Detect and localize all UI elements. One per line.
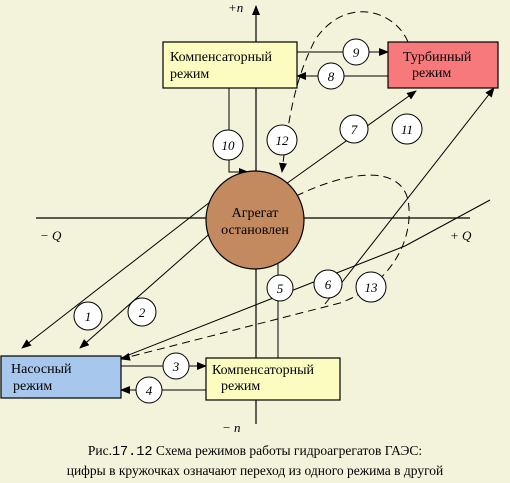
transition-badge-11: 11 <box>391 113 423 145</box>
node-turbine-line1: Турбинный <box>403 50 472 65</box>
transition-number-10: 10 <box>222 138 236 153</box>
transition-number-11: 11 <box>401 122 413 137</box>
transition-number-2: 2 <box>139 305 146 320</box>
caption-prefix: Рис. <box>88 443 112 458</box>
transition-badge-10: 10 <box>212 129 244 161</box>
node-compensator-bottom-box <box>205 357 341 401</box>
node-stopped-line2: остановлен <box>221 223 289 238</box>
node-turbine-box <box>387 41 499 89</box>
transition-badge-3: 3 <box>162 352 190 380</box>
transition-badge-6: 6 <box>313 269 343 299</box>
transition-number-5: 5 <box>277 281 284 296</box>
node-compensator-top-box <box>162 41 298 89</box>
transition-line-10 <box>228 88 249 176</box>
transition-badge-13: 13 <box>355 271 387 303</box>
node-compensator-top: Компенсаторный режим <box>162 41 298 89</box>
transition-badge-4: 4 <box>135 376 163 404</box>
axis-label-plus-n: +n <box>228 0 243 15</box>
transition-badge-7: 7 <box>339 114 369 144</box>
node-turbine: Турбинный режим <box>387 41 499 89</box>
axis-label-minus-n: − n <box>222 420 241 435</box>
transition-number-6: 6 <box>325 277 332 292</box>
transition-line-6b <box>404 199 491 247</box>
transition-number-9: 9 <box>353 45 360 60</box>
transition-badge-8: 8 <box>317 62 345 90</box>
node-compensator-bottom: Компенсаторный режим <box>205 357 341 401</box>
transition-line-11 <box>324 87 495 305</box>
caption-line-2: цифры в кружочках означают переход из од… <box>67 463 444 478</box>
transition-badge-5: 5 <box>266 274 294 302</box>
transition-badges: 1 2 3 4 5 6 7 8 <box>73 38 423 404</box>
node-pump-line2: режим <box>13 379 52 394</box>
transition-number-4: 4 <box>146 383 153 398</box>
transition-badge-1: 1 <box>73 301 103 331</box>
node-stopped: Агрегат остановлен <box>205 170 305 270</box>
transition-line-6 <box>120 245 406 359</box>
node-pump-box <box>0 355 122 399</box>
figure-caption: Рис.17.12 Схема режимов работы гидроагре… <box>67 443 444 478</box>
transition-number-3: 3 <box>172 359 180 374</box>
transition-line-12 <box>279 11 409 173</box>
node-turbine-line2: режим <box>412 66 451 81</box>
transition-line-1 <box>21 194 220 349</box>
transition-badge-12: 12 <box>266 124 298 156</box>
node-compensator-top-line2: режим <box>170 67 209 82</box>
caption-line-1: Рис.17.12 Схема режимов работы гидроагре… <box>88 443 422 460</box>
transition-number-8: 8 <box>328 69 335 84</box>
transition-number-13: 13 <box>365 280 379 295</box>
axis-label-minus-q: − Q <box>40 228 62 243</box>
caption-number: 17.12 <box>112 445 153 460</box>
node-compensator-top-line1: Компенсаторный <box>170 50 273 65</box>
node-stopped-circle <box>205 170 305 270</box>
transition-badge-9: 9 <box>342 38 370 66</box>
node-compensator-bottom-line1: Компенсаторный <box>212 363 315 378</box>
axis-label-plus-q: + Q <box>450 228 472 243</box>
transition-line-2 <box>79 213 233 349</box>
caption-title: Схема режимов работы гидроагрегатов ГАЭС… <box>152 443 422 458</box>
transition-number-1: 1 <box>85 309 92 324</box>
transition-number-12: 12 <box>276 133 290 148</box>
node-compensator-bottom-line2: режим <box>221 379 260 394</box>
transition-number-7: 7 <box>351 122 358 137</box>
transition-badge-2: 2 <box>127 297 157 327</box>
node-pump-line1: Насосный <box>11 362 72 377</box>
node-stopped-line1: Агрегат <box>232 206 279 221</box>
node-pump: Насосный режим <box>0 355 122 399</box>
